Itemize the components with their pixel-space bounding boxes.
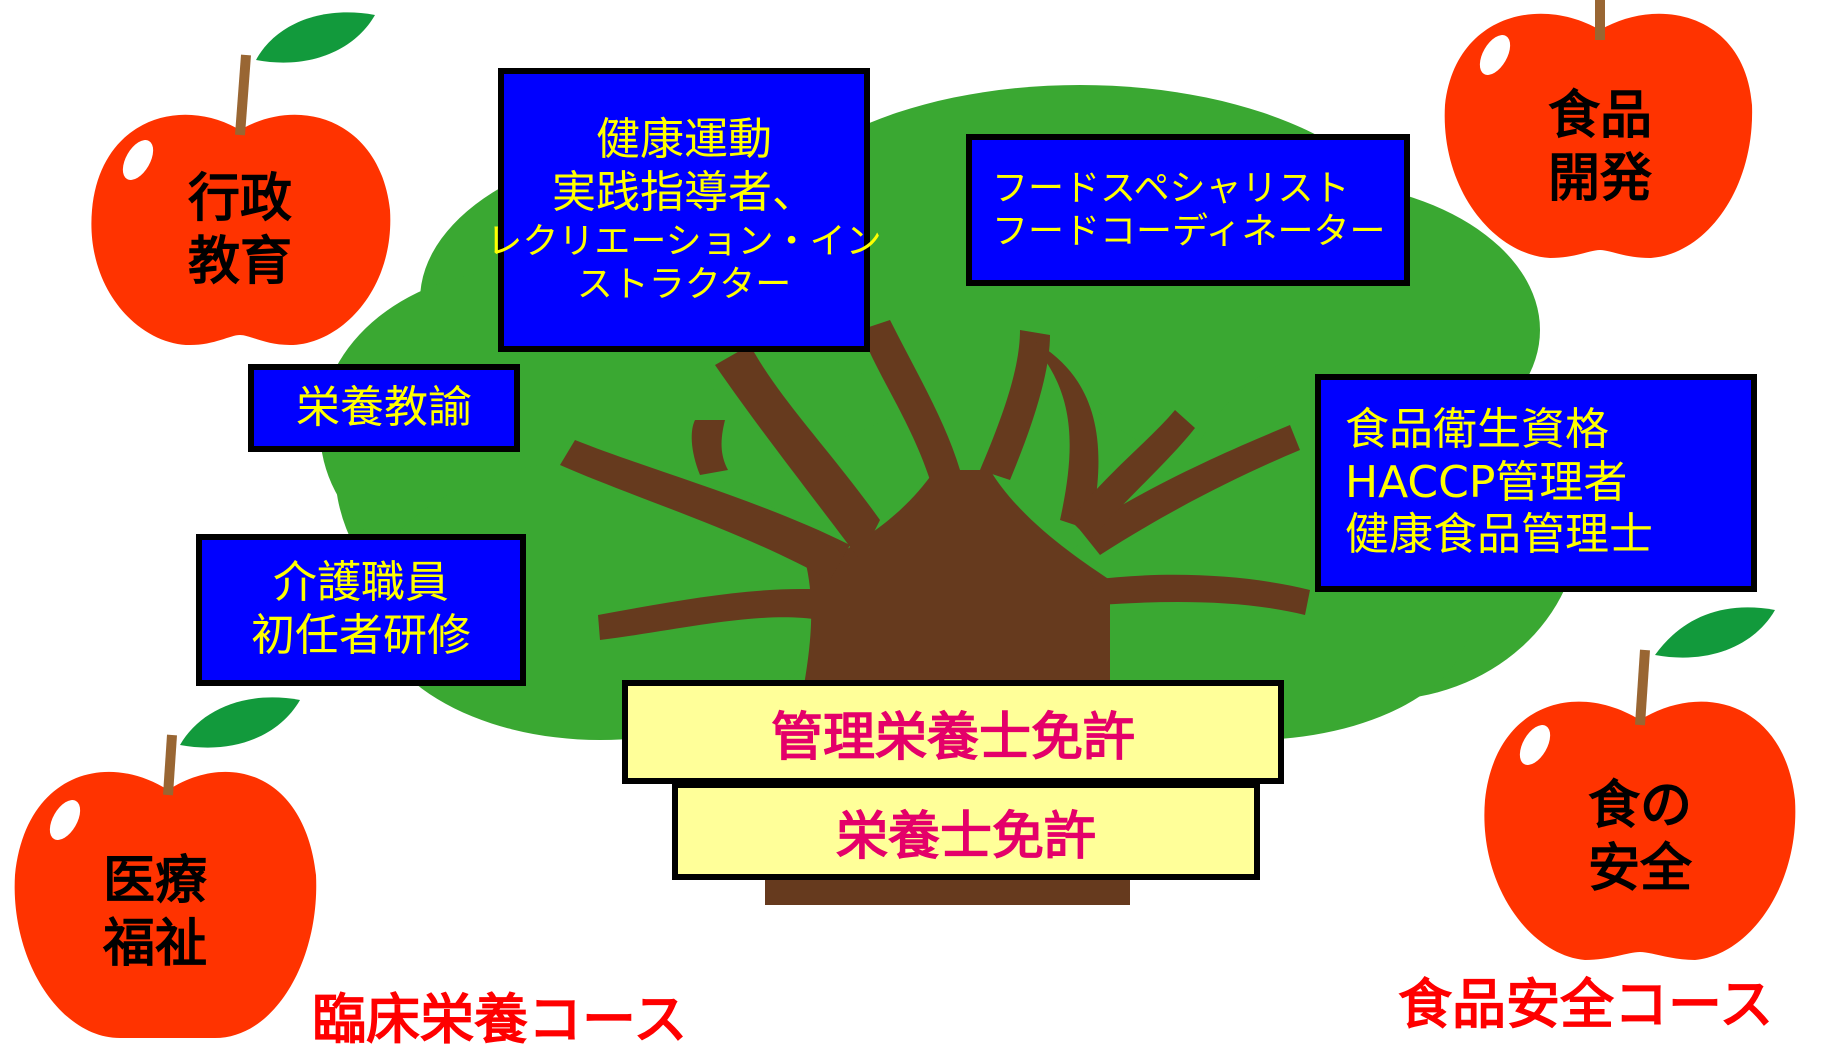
apple-stem — [163, 734, 177, 796]
qualification-box-eiyo-kyoyu: 栄養教諭 — [248, 364, 520, 452]
apple-stem — [1635, 649, 1650, 726]
box-line: 食品衛生資格 — [1345, 403, 1609, 455]
apple-label-anzen: 食の 安全 — [1587, 776, 1692, 900]
apple-body — [91, 114, 391, 345]
box-line: ストラクター — [576, 263, 792, 305]
leaf-icon — [180, 697, 300, 748]
box-line: フードコーディネーター — [992, 211, 1386, 252]
apple-highlight — [122, 140, 154, 180]
apple-highlight — [49, 800, 81, 840]
box-line: HACCP管理者 — [1345, 456, 1628, 508]
apple-label-gyosei: 行政 教育 — [187, 169, 292, 293]
apple-body — [1484, 701, 1796, 960]
box-line: 栄養教諭 — [296, 381, 472, 433]
apple-stem — [235, 54, 251, 136]
box-line: 介護職員 — [273, 557, 449, 609]
box-line: フードスペシャリスト — [992, 167, 1350, 209]
apple-iryo — [14, 697, 317, 1038]
box-line: レクリエーション・イン — [486, 220, 882, 262]
apple-body — [1444, 13, 1753, 259]
course-label-rinsho: 臨床栄養コース — [312, 988, 688, 1051]
license-plate-eiyoshi: 栄養士免許 — [672, 782, 1260, 880]
box-line: 健康食品管理士 — [1345, 509, 1653, 561]
box-line: 初任者研修 — [251, 610, 471, 661]
qualification-box-kaigo: 介護職員 初任者研修 — [196, 534, 526, 686]
apple-shokuhin-kaihatsu — [1444, 0, 1753, 259]
box-line: 実践指導者、 — [552, 166, 816, 218]
qualification-box-food: フードスペシャリスト フードコーディネーター — [966, 134, 1410, 286]
course-label-shokuhin-anzen: 食品安全コース — [1398, 973, 1774, 1036]
plate-label: 管理栄養士免許 — [770, 707, 1135, 768]
apple-label-iryo: 医療 福祉 — [102, 851, 207, 975]
apple-gyosei — [91, 12, 391, 345]
apple-anzen — [1484, 607, 1796, 960]
license-plate-kanri: 管理栄養士免許 — [622, 680, 1284, 784]
box-line: 健康運動 — [596, 114, 772, 166]
qualification-box-kenko: 健康運動 実践指導者、 レクリエーション・イン ストラクター — [486, 68, 882, 352]
leaf-icon — [256, 12, 375, 63]
plate-label: 栄養士免許 — [835, 806, 1096, 867]
apple-body — [14, 771, 317, 1038]
leaf-icon — [1655, 607, 1775, 658]
qualification-box-eisei: 食品衛生資格 HACCP管理者 健康食品管理士 — [1315, 374, 1757, 592]
apple-highlight — [1479, 35, 1511, 75]
apple-highlight — [1519, 725, 1551, 765]
apple-label-shokuhin-kaihatsu: 食品 開発 — [1547, 86, 1652, 210]
